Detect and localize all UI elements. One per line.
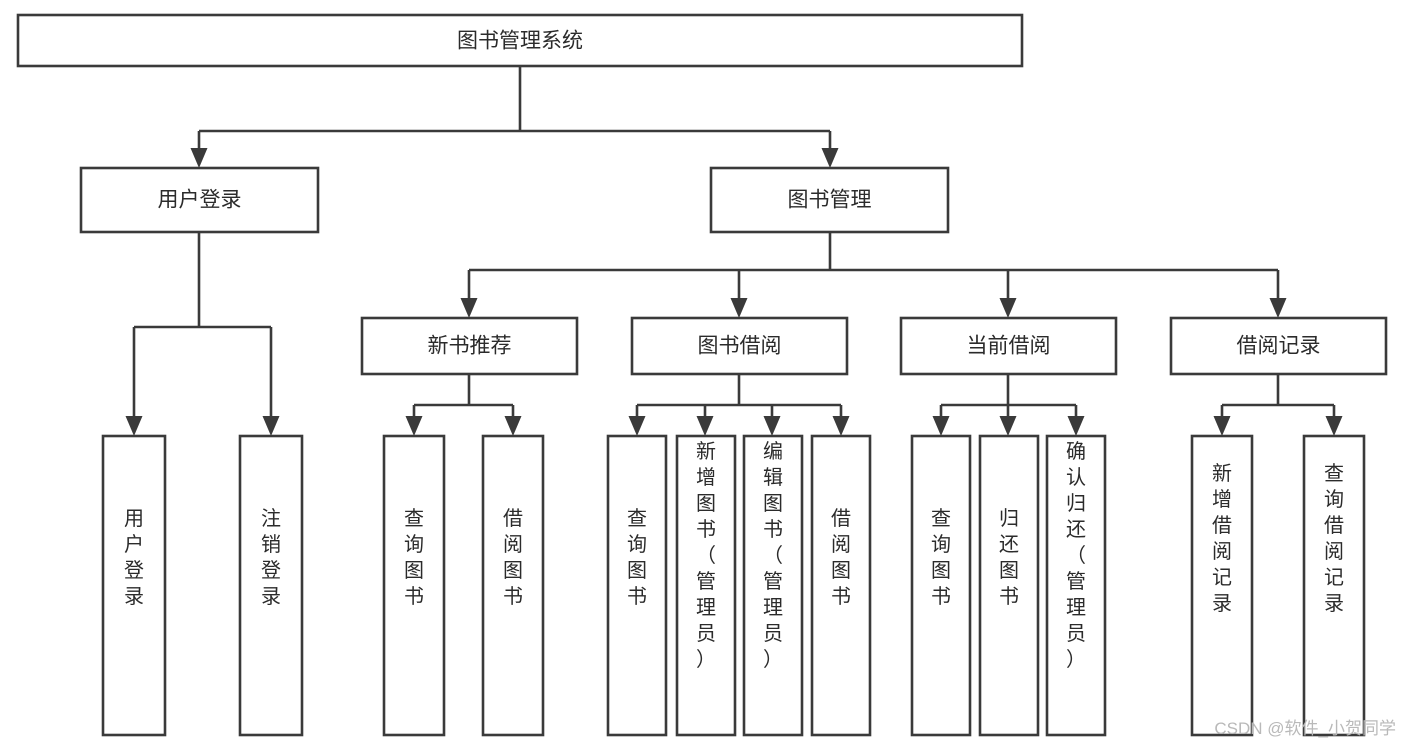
node-new-book-recommend[interactable]: 新书推荐 bbox=[360, 316, 579, 376]
arrow-leaf-newbook-1 bbox=[405, 416, 423, 436]
arrow-leaf-bookborrow-3 bbox=[763, 416, 781, 436]
leaf-borrow-record-1[interactable]: 新增借阅记录 bbox=[1190, 434, 1254, 737]
leaf-book-borrow-2-box[interactable] bbox=[675, 434, 737, 737]
arrow-user-login bbox=[190, 148, 208, 168]
leaf-book-borrow-4[interactable]: 借阅图书 bbox=[810, 434, 872, 737]
node-user-login-box[interactable] bbox=[79, 166, 320, 234]
leaf-book-borrow-2[interactable]: 新增图书（管理员） bbox=[675, 434, 737, 737]
leaf-borrow-record-1-label: 新增借阅记录 bbox=[1212, 462, 1232, 615]
leaf-current-borrow-2-label: 归还图书 bbox=[999, 507, 1019, 608]
node-current-borrow-label: 当前借阅 bbox=[967, 335, 1051, 358]
arrow-book-manage bbox=[821, 148, 839, 168]
node-root-label: 图书管理系统 bbox=[457, 30, 583, 53]
leaf-borrow-record-2[interactable]: 查询借阅记录 bbox=[1302, 434, 1366, 737]
leaf-new-book-2[interactable]: 借阅图书 bbox=[481, 434, 545, 737]
arrow-new-book bbox=[460, 298, 478, 318]
leaf-current-borrow-2[interactable]: 归还图书 bbox=[978, 434, 1040, 737]
leaf-current-borrow-1-label: 查询图书 bbox=[931, 507, 951, 608]
leaf-current-borrow-3-label: 确认归还（管理员） bbox=[1066, 440, 1086, 671]
leaf-book-borrow-1[interactable]: 查询图书 bbox=[606, 434, 668, 737]
node-book-borrow[interactable]: 图书借阅 bbox=[630, 316, 849, 376]
node-new-book-recommend-label: 新书推荐 bbox=[428, 335, 512, 358]
leaf-book-borrow-4-box[interactable] bbox=[810, 434, 872, 737]
arrow-borrow-record bbox=[1269, 298, 1287, 318]
node-borrow-record-label: 借阅记录 bbox=[1237, 335, 1321, 358]
node-new-book-recommend-box[interactable] bbox=[360, 316, 579, 376]
leaf-borrow-record-2-label: 查询借阅记录 bbox=[1324, 462, 1344, 615]
node-book-borrow-box[interactable] bbox=[630, 316, 849, 376]
node-book-manage-box[interactable] bbox=[709, 166, 950, 234]
arrow-leaf-bookborrow-2 bbox=[696, 416, 714, 436]
leaf-user-login-2-label: 注销登录 bbox=[261, 507, 281, 608]
leaf-user-login-1-box[interactable] bbox=[101, 434, 167, 737]
arrow-leaf-bookborrow-4 bbox=[832, 416, 850, 436]
arrow-current-borrow bbox=[999, 298, 1017, 318]
arrow-leaf-borrowrecord-1 bbox=[1213, 416, 1231, 436]
leaf-user-login-2-box[interactable] bbox=[238, 434, 304, 737]
leaf-layer: 用户登录 注销登录 查询图书 借阅图书 查询图书 新 bbox=[101, 434, 1366, 737]
node-user-login[interactable]: 用户登录 bbox=[79, 166, 320, 234]
arrow-leaf-newbook-2 bbox=[504, 416, 522, 436]
node-book-borrow-label: 图书借阅 bbox=[698, 335, 782, 358]
leaf-borrow-record-2-box[interactable] bbox=[1302, 434, 1366, 737]
arrow-leaf-bookborrow-1 bbox=[628, 416, 646, 436]
arrow-leaf-currentborrow-1 bbox=[932, 416, 950, 436]
arrow-leaf-borrowrecord-2 bbox=[1325, 416, 1343, 436]
node-root-box[interactable] bbox=[16, 13, 1024, 68]
arrow-book-borrow bbox=[730, 298, 748, 318]
arrow-leaf-currentborrow-3 bbox=[1067, 416, 1085, 436]
leaf-book-borrow-1-box[interactable] bbox=[606, 434, 668, 737]
leaf-book-borrow-2-label: 新增图书（管理员） bbox=[696, 440, 716, 671]
node-root[interactable]: 图书管理系统 bbox=[16, 13, 1024, 68]
arrow-leaf-currentborrow-2 bbox=[999, 416, 1017, 436]
leaf-current-borrow-3[interactable]: 确认归还（管理员） bbox=[1045, 434, 1107, 737]
csdn-watermark: CSDN @软件_小贺同学 bbox=[1214, 719, 1396, 738]
leaf-book-borrow-3[interactable]: 编辑图书（管理员） bbox=[742, 434, 804, 737]
leaf-book-borrow-3-label: 编辑图书（管理员） bbox=[763, 440, 783, 671]
node-user-login-label: 用户登录 bbox=[158, 189, 242, 212]
arrow-leaf-user-login-2 bbox=[262, 416, 280, 436]
leaf-new-book-1[interactable]: 查询图书 bbox=[382, 434, 446, 737]
leaf-current-borrow-1[interactable]: 查询图书 bbox=[910, 434, 972, 737]
leaf-current-borrow-1-box[interactable] bbox=[910, 434, 972, 737]
connector-layer bbox=[125, 66, 1343, 436]
leaf-new-book-2-box[interactable] bbox=[481, 434, 545, 737]
leaf-user-login-2[interactable]: 注销登录 bbox=[238, 434, 304, 737]
arrow-leaf-user-login-1 bbox=[125, 416, 143, 436]
node-book-manage-label: 图书管理 bbox=[788, 189, 872, 212]
leaf-new-book-2-label: 借阅图书 bbox=[503, 507, 523, 608]
leaf-current-borrow-2-box[interactable] bbox=[978, 434, 1040, 737]
leaf-user-login-1[interactable]: 用户登录 bbox=[101, 434, 167, 737]
leaf-book-borrow-4-label: 借阅图书 bbox=[831, 507, 851, 608]
node-current-borrow[interactable]: 当前借阅 bbox=[899, 316, 1118, 376]
leaf-borrow-record-1-box[interactable] bbox=[1190, 434, 1254, 737]
leaf-current-borrow-3-box[interactable] bbox=[1045, 434, 1107, 737]
node-current-borrow-box[interactable] bbox=[899, 316, 1118, 376]
leaf-new-book-1-box[interactable] bbox=[382, 434, 446, 737]
leaf-book-borrow-3-box[interactable] bbox=[742, 434, 804, 737]
node-borrow-record-box[interactable] bbox=[1169, 316, 1388, 376]
leaf-book-borrow-1-label: 查询图书 bbox=[627, 507, 647, 608]
node-borrow-record[interactable]: 借阅记录 bbox=[1169, 316, 1388, 376]
leaf-user-login-1-label: 用户登录 bbox=[124, 508, 144, 608]
leaf-new-book-1-label: 查询图书 bbox=[404, 507, 424, 608]
node-book-manage[interactable]: 图书管理 bbox=[709, 166, 950, 234]
